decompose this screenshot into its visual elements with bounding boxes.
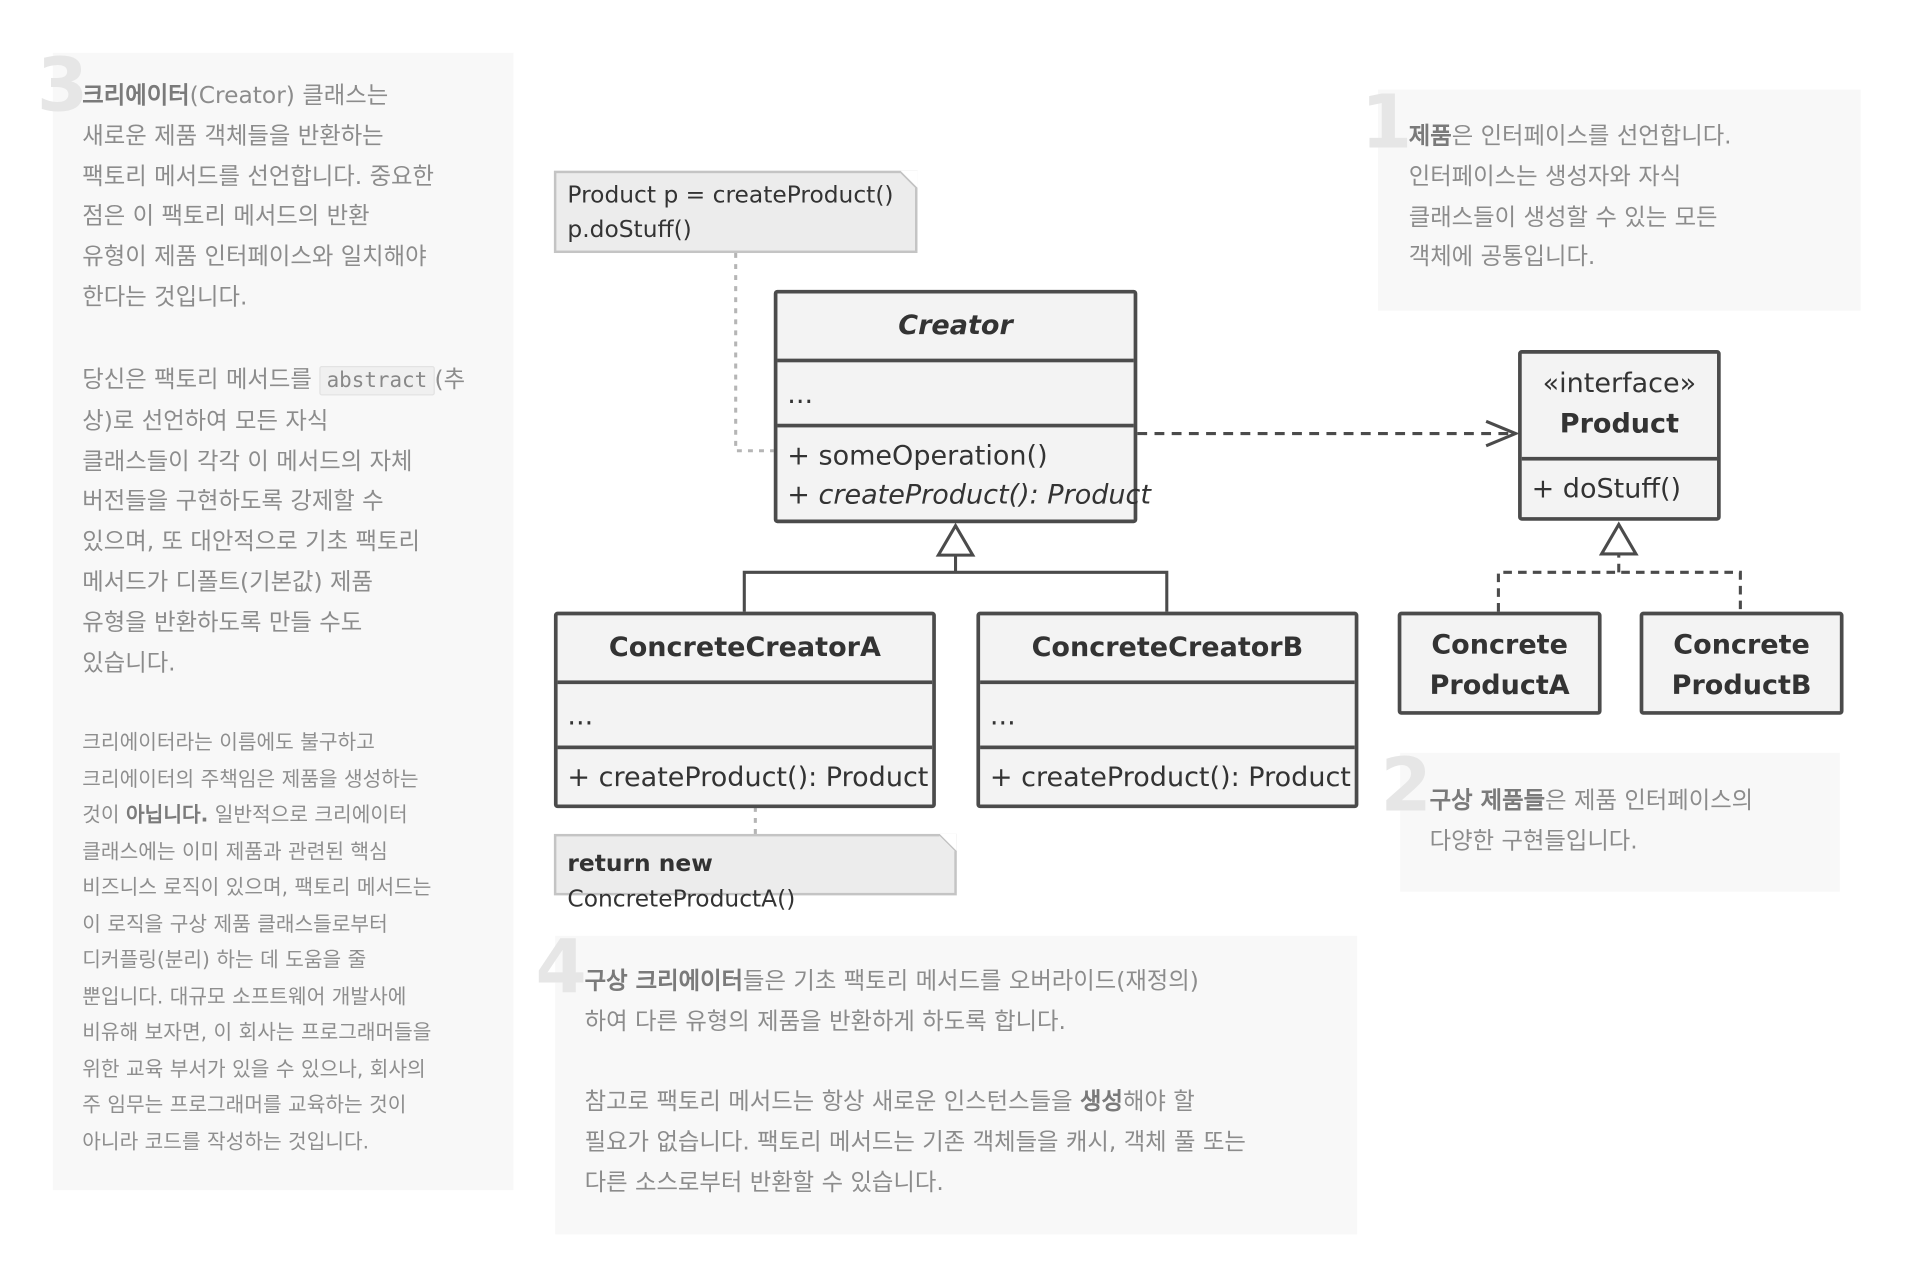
interface-product-name: Product <box>1559 408 1679 440</box>
panel-number-2: 2 <box>1380 743 1432 830</box>
panel3-text-3a: 크리에이터라는 이름에도 불구하고 크리에이터의 주책임은 제품을 생성하는 것… <box>82 730 419 827</box>
panel-number-4: 4 <box>535 924 587 1011</box>
note-line-2: p.doStuff() <box>567 216 692 244</box>
panel3-paragraph-1: 크리에이터(Creator) 클래스는 새로운 제품 객체들을 반환하는 팩토리… <box>82 76 487 318</box>
dependency-arrow-head <box>1485 419 1520 448</box>
concrete-product-a-line-2: ProductA <box>1429 670 1570 702</box>
class-creator-name: Creator <box>898 310 1013 342</box>
panel4-text-2b: 해야 할 필요가 없습니다. 팩토리 메서드는 기존 객체들을 캐시, 객체 풀… <box>584 1088 1246 1196</box>
class-creator-fields: ... <box>777 358 1134 424</box>
panel2-bold-concrete-products: 구상 제품들 <box>1429 787 1546 815</box>
note-some-operation: Product p = createProduct() p.doStuff() <box>553 170 918 254</box>
class-creator: Creator ... + someOperation() + createPr… <box>773 289 1151 524</box>
panel1-paragraph: 제품은 인터페이스를 선언합니다. 인터페이스는 생성자와 자식 클래스들이 생… <box>1409 117 1839 278</box>
panel3-paragraph-2: 당신은 팩토리 메서드를 abstract(추상)로 선언하여 모든 자식 클래… <box>82 360 493 683</box>
class-creator-methods: + someOperation() + createProduct(): Pro… <box>777 423 1151 516</box>
panel2-paragraph: 구상 제품들은 제품 인터페이스의 다양한 구현들입니다. <box>1430 781 1835 862</box>
interface-stereotype: «interface» <box>1542 368 1697 400</box>
interface-product: «interface» Product + doStuff() <box>1518 350 1721 521</box>
panel-number-3: 3 <box>36 42 89 129</box>
note-line-1: Product p = createProduct() <box>567 181 894 209</box>
panel4-text-1: 들은 기초 팩토리 메서드를 오버라이드(재정의) 하여 다른 유형의 제품을 … <box>584 967 1199 1036</box>
panel-number-1: 1 <box>1360 79 1413 166</box>
abstract-code: abstract <box>319 366 435 396</box>
class-concrete-creator-b-fields: ... <box>980 680 1355 745</box>
panel3-bold-creator: 크리에이터 <box>82 82 190 110</box>
class-concrete-creator-a: ConcreteCreatorA ... + createProduct(): … <box>553 611 936 809</box>
panel3-text-2b: (추상)로 선언하여 모든 자식 클래스들이 각각 이 메서드의 자체 버전들을… <box>82 366 466 677</box>
panel3-text-2a: 당신은 팩토리 메서드를 <box>82 366 320 394</box>
method-do-stuff: + doStuff() <box>1521 456 1718 517</box>
class-concrete-product-a: Concrete ProductA <box>1397 611 1602 715</box>
note-constructor: ConcreteProductA() <box>567 885 796 913</box>
realization-line-product <box>1496 553 1742 612</box>
class-concrete-creator-a-fields: ... <box>557 680 933 745</box>
panel3-text-3b: 일반적으로 크리에이터 클래스에는 이미 제품과 관련된 핵심 비즈니스 로직이… <box>82 803 432 1153</box>
note-create-product-a: return new ConcreteProductA() <box>553 833 957 913</box>
class-concrete-product-b: Concrete ProductB <box>1639 611 1844 715</box>
panel-concrete-creators-description <box>555 935 1358 1235</box>
panel-concrete-products-description <box>1400 752 1840 892</box>
class-concrete-creator-a-name: ConcreteCreatorA <box>608 632 881 664</box>
method-some-operation: + someOperation() <box>787 440 1048 472</box>
note-top-connector <box>734 253 774 453</box>
class-concrete-creator-b-name: ConcreteCreatorB <box>1031 632 1304 664</box>
class-concrete-creator-a-method: + createProduct(): Product <box>557 745 933 809</box>
note-keyword: return new <box>567 849 713 877</box>
concrete-product-b-line-1: Concrete <box>1673 630 1810 661</box>
panel-product-description <box>1378 89 1861 311</box>
method-create-product-abstract: + createProduct(): Product <box>787 480 1151 511</box>
panel3-text-1: (Creator) 클래스는 새로운 제품 객체들을 반환하는 팩토리 메서드를… <box>82 82 434 311</box>
inheritance-line-creator <box>742 555 1169 612</box>
panel4-bold-create: 생성 <box>1079 1088 1123 1116</box>
inheritance-triangle-creator <box>935 522 976 557</box>
panel4-paragraph-1: 구상 크리에이터들은 기초 팩토리 메서드를 오버라이드(재정의) 하여 다른 … <box>585 962 1346 1043</box>
panel1-text: 은 인터페이스를 선언합니다. 인터페이스는 생성자와 자식 클래스들이 생성할… <box>1408 122 1732 271</box>
concrete-product-a-line-1: Concrete <box>1431 630 1568 661</box>
panel3-paragraph-3: 크리에이터라는 이름에도 불구하고 크리에이터의 주책임은 제품을 생성하는 것… <box>82 725 493 1160</box>
class-concrete-creator-b: ConcreteCreatorB ... + createProduct(): … <box>976 611 1359 809</box>
panel4-bold-concrete-creators: 구상 크리에이터 <box>584 967 744 995</box>
realization-triangle-product <box>1598 521 1639 556</box>
panel1-bold-product: 제품 <box>1408 122 1452 150</box>
panel3-bold-not: 아닙니다. <box>126 803 209 827</box>
panel-creator-description <box>52 52 514 1191</box>
concrete-product-b-line-2: ProductB <box>1671 670 1812 702</box>
panel4-paragraph-2: 참고로 팩토리 메서드는 항상 새로운 인스턴스들을 생성해야 할 필요가 없습… <box>585 1082 1346 1203</box>
panel2-text: 은 제품 인터페이스의 다양한 구현들입니다. <box>1429 787 1754 855</box>
class-concrete-creator-b-method: + createProduct(): Product <box>980 745 1355 809</box>
panel4-text-2a: 참고로 팩토리 메서드는 항상 새로운 인스턴스들을 <box>584 1088 1080 1116</box>
interface-product-header: «interface» Product <box>1522 354 1717 457</box>
